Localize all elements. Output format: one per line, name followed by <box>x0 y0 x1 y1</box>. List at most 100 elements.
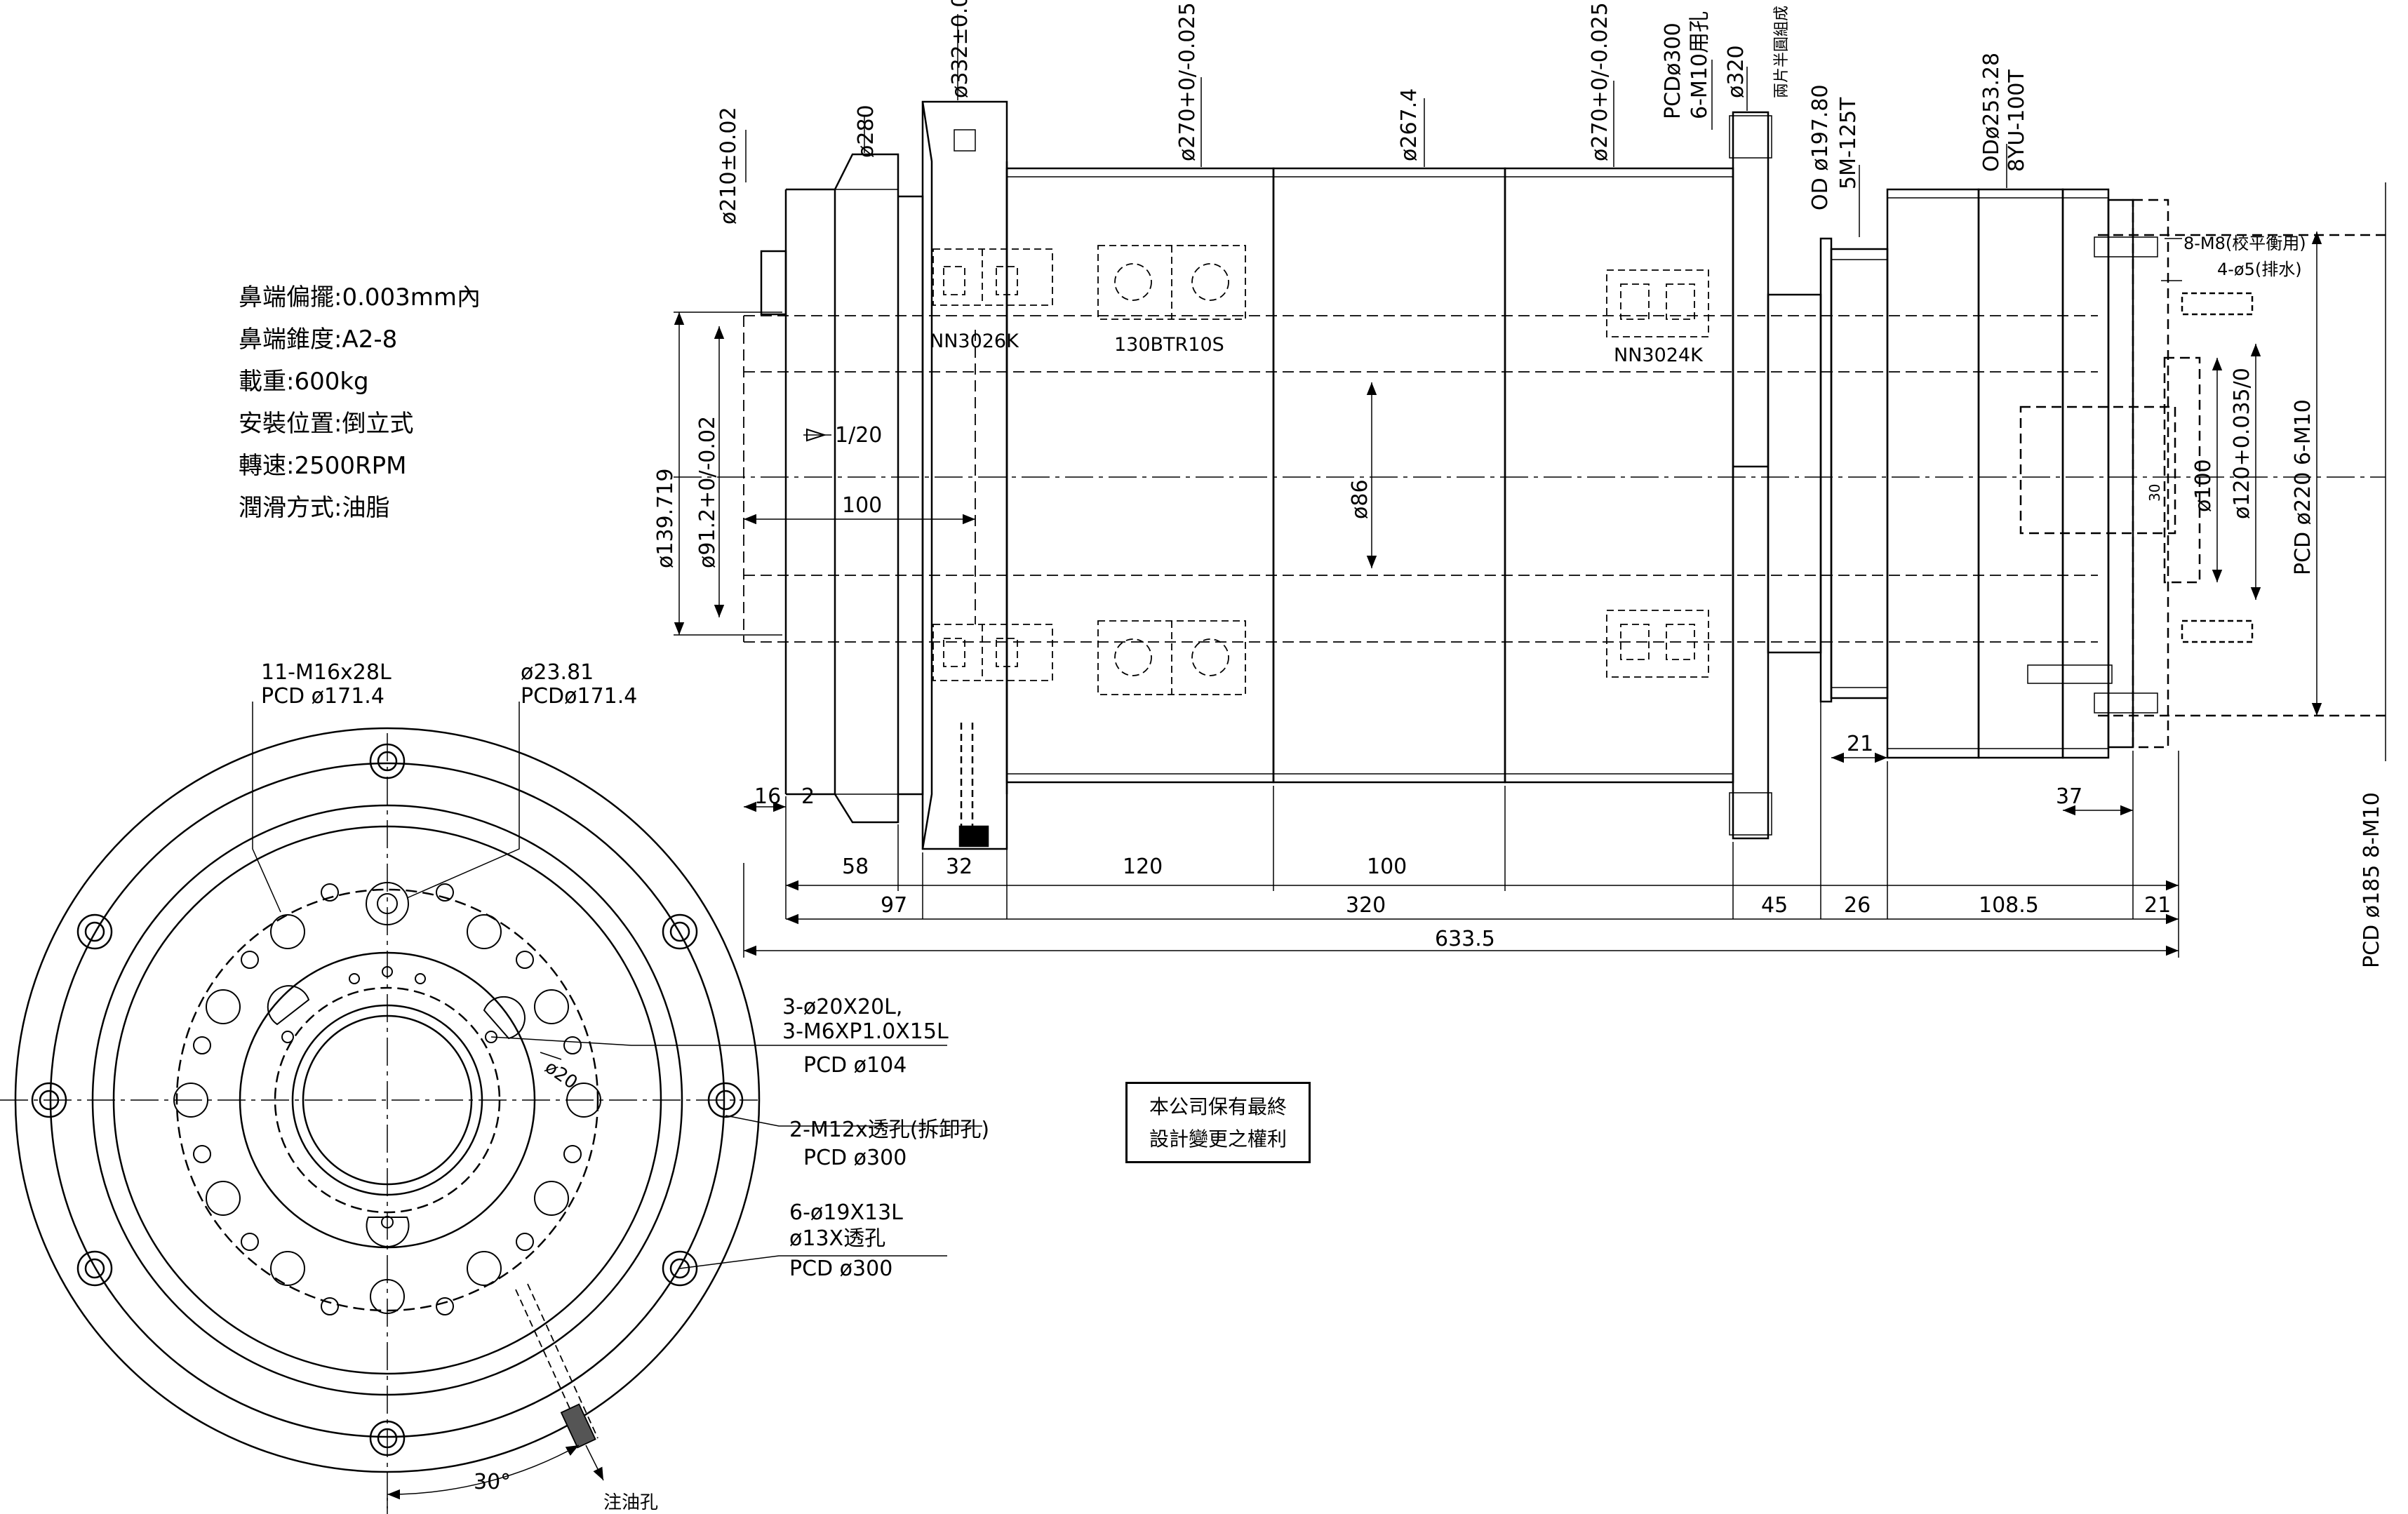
dim-overall: 633.5 <box>1435 927 1495 951</box>
bearing-front-top <box>932 248 1053 306</box>
dim-d210: ø210±0.02 <box>716 107 741 225</box>
ring-3 <box>91 804 683 1396</box>
dim-pcd300: PCDø300 <box>1661 22 1685 119</box>
nose-key <box>760 250 787 316</box>
dim-45: 45 <box>1761 893 1788 918</box>
spec-lube-label: 潤滑方式 <box>239 494 334 522</box>
label-oil-hole: 注油孔 <box>603 1492 658 1513</box>
dim-32: 32 <box>946 855 972 879</box>
notice-box: 本公司保有最終 設計變更之權利 <box>1125 1082 1311 1163</box>
notice-line-2: 設計變更之權利 <box>1149 1127 1287 1151</box>
dim-d267: ø267.4 <box>1397 88 1422 161</box>
spec-speed-label: 轉速 <box>239 452 286 480</box>
dim-pcd220: PCD ø220 6-M10 <box>2291 399 2315 575</box>
dim-108-5: 108.5 <box>1979 893 2039 918</box>
bearing-mid-top <box>1097 245 1246 320</box>
bearing-mid-bottom <box>1097 620 1246 695</box>
rear-flange <box>1729 111 1772 840</box>
dim-120: 120 <box>1123 855 1163 879</box>
callout-m16: 11-M16x28L <box>261 660 392 685</box>
ring-4 <box>112 825 662 1375</box>
dim-od197: OD ø197.80 <box>1808 84 1833 210</box>
spec-mount: 安裝位置:倒立式 <box>239 410 414 438</box>
oil-hole-hatch <box>958 825 989 848</box>
ring-pcd <box>175 888 599 1312</box>
dim-21-pulley: 21 <box>1847 732 1873 756</box>
label-d20: ø20 <box>541 1057 581 1094</box>
front-flange <box>898 100 1008 850</box>
ring-2 <box>49 762 725 1438</box>
note-m10-holes: 6-M10用孔 <box>1687 11 1712 119</box>
spec-runout-value: 0.003mm內 <box>342 283 481 311</box>
rear-pulleys <box>1767 188 2386 759</box>
callout-d23-pcd: PCDø171.4 <box>521 684 637 709</box>
spec-load-label: 載重 <box>239 368 286 396</box>
dim-d100: ø100 <box>2191 459 2216 512</box>
dim-d120: ø120+0.035/0 <box>2230 368 2254 519</box>
dim-320: 320 <box>1346 893 1386 918</box>
dim-d86: ø86 <box>1348 479 1372 519</box>
note-drain: 4-ø5(排水) <box>2217 260 2302 279</box>
dim-d320: ø320 <box>1724 45 1748 98</box>
notice-line-1: 本公司保有最終 <box>1149 1095 1287 1118</box>
spec-mount-value: 倒立式 <box>342 410 414 438</box>
dim-16: 16 <box>754 784 781 809</box>
dim-pcd185: PCD ø185 8-M10 <box>2360 792 2384 968</box>
spec-speed-value: 2500RPM <box>294 452 407 480</box>
bearing-rear-top <box>1606 269 1709 337</box>
dim-d139: ø139.719 <box>653 469 678 568</box>
side-view-labels: ø210±0.02 ø280 ø332±0.05 ø270+0/-0.025 ø… <box>653 0 2384 968</box>
note-half-ring: 兩片半圓組成 <box>1773 6 1791 98</box>
spindle-bore <box>743 315 2098 643</box>
spec-taper-value: A2-8 <box>342 326 398 354</box>
spec-runout: 鼻端偏擺:0.003mm內 <box>239 283 481 311</box>
dim-small-30: 30 <box>2146 484 2163 502</box>
callout-d13: ø13X透孔 <box>789 1226 885 1251</box>
dim-d332: ø332±0.05 <box>948 0 972 98</box>
ring-7 <box>274 986 501 1214</box>
note-m8-balance: 8-M8(校平衡用) <box>2183 234 2306 253</box>
spec-taper-label: 鼻端錐度 <box>239 326 334 354</box>
bore <box>291 1004 483 1196</box>
front-flange-body <box>921 100 1008 850</box>
oil-passage <box>515 1283 598 1449</box>
spec-lube: 潤滑方式:油脂 <box>239 494 390 522</box>
bearing-rear-bottom <box>1606 610 1709 678</box>
dim-26: 26 <box>1844 893 1871 918</box>
callout-m6: 3-M6XP1.0X15L <box>782 1019 949 1044</box>
dim-100: 100 <box>1367 855 1407 879</box>
taper-value: 1/20 <box>835 423 882 448</box>
dim-37: 37 <box>2056 784 2082 809</box>
spec-runout-label: 鼻端偏擺 <box>239 283 334 311</box>
callout-m12: 2-M12x透孔(拆卸孔) <box>789 1118 989 1142</box>
belt-5m: 5M-125T <box>1836 97 1861 189</box>
side-dimension-lines <box>674 14 2386 958</box>
dim-od253: ODø253.28 <box>1979 53 2004 172</box>
front-view-labels: 11-M16x28L PCD ø171.4 ø23.81 PCDø171.4 3… <box>261 660 989 1513</box>
dim-d270-front: ø270+0/-0.025 <box>1175 2 1200 161</box>
dim-d270-rear: ø270+0/-0.025 <box>1588 2 1612 161</box>
front-view <box>0 702 982 1514</box>
callout-m16-pcd: PCD ø171.4 <box>261 684 384 709</box>
nose-section <box>760 153 899 824</box>
inner-bosses <box>267 966 526 1247</box>
spec-speed: 轉速:2500RPM <box>239 452 407 480</box>
dim-2: 2 <box>801 784 815 809</box>
callout-m12-pcd: PCD ø300 <box>803 1146 907 1170</box>
ring-6 <box>239 951 536 1249</box>
dim-d91: ø91.2+0/-0.02 <box>695 416 720 568</box>
spec-load-value: 600kg <box>294 368 369 396</box>
pcd-holes <box>173 882 601 1315</box>
callout-d23: ø23.81 <box>521 660 594 685</box>
belt-8yu: 8YU-100T <box>2005 69 2029 172</box>
callout-d19-pcd: PCD ø300 <box>789 1257 892 1281</box>
dim-d280: ø280 <box>854 105 878 158</box>
dim-inner-100: 100 <box>842 493 882 518</box>
spec-lube-value: 油脂 <box>342 494 390 522</box>
spec-load: 載重:600kg <box>239 368 369 396</box>
callout-d19: 6-ø19X13L <box>789 1200 903 1225</box>
bearing-nn3024k: NN3024K <box>1614 344 1704 366</box>
callout-pcd104: PCD ø104 <box>803 1053 907 1078</box>
spec-taper: 鼻端錐度:A2-8 <box>239 326 398 354</box>
